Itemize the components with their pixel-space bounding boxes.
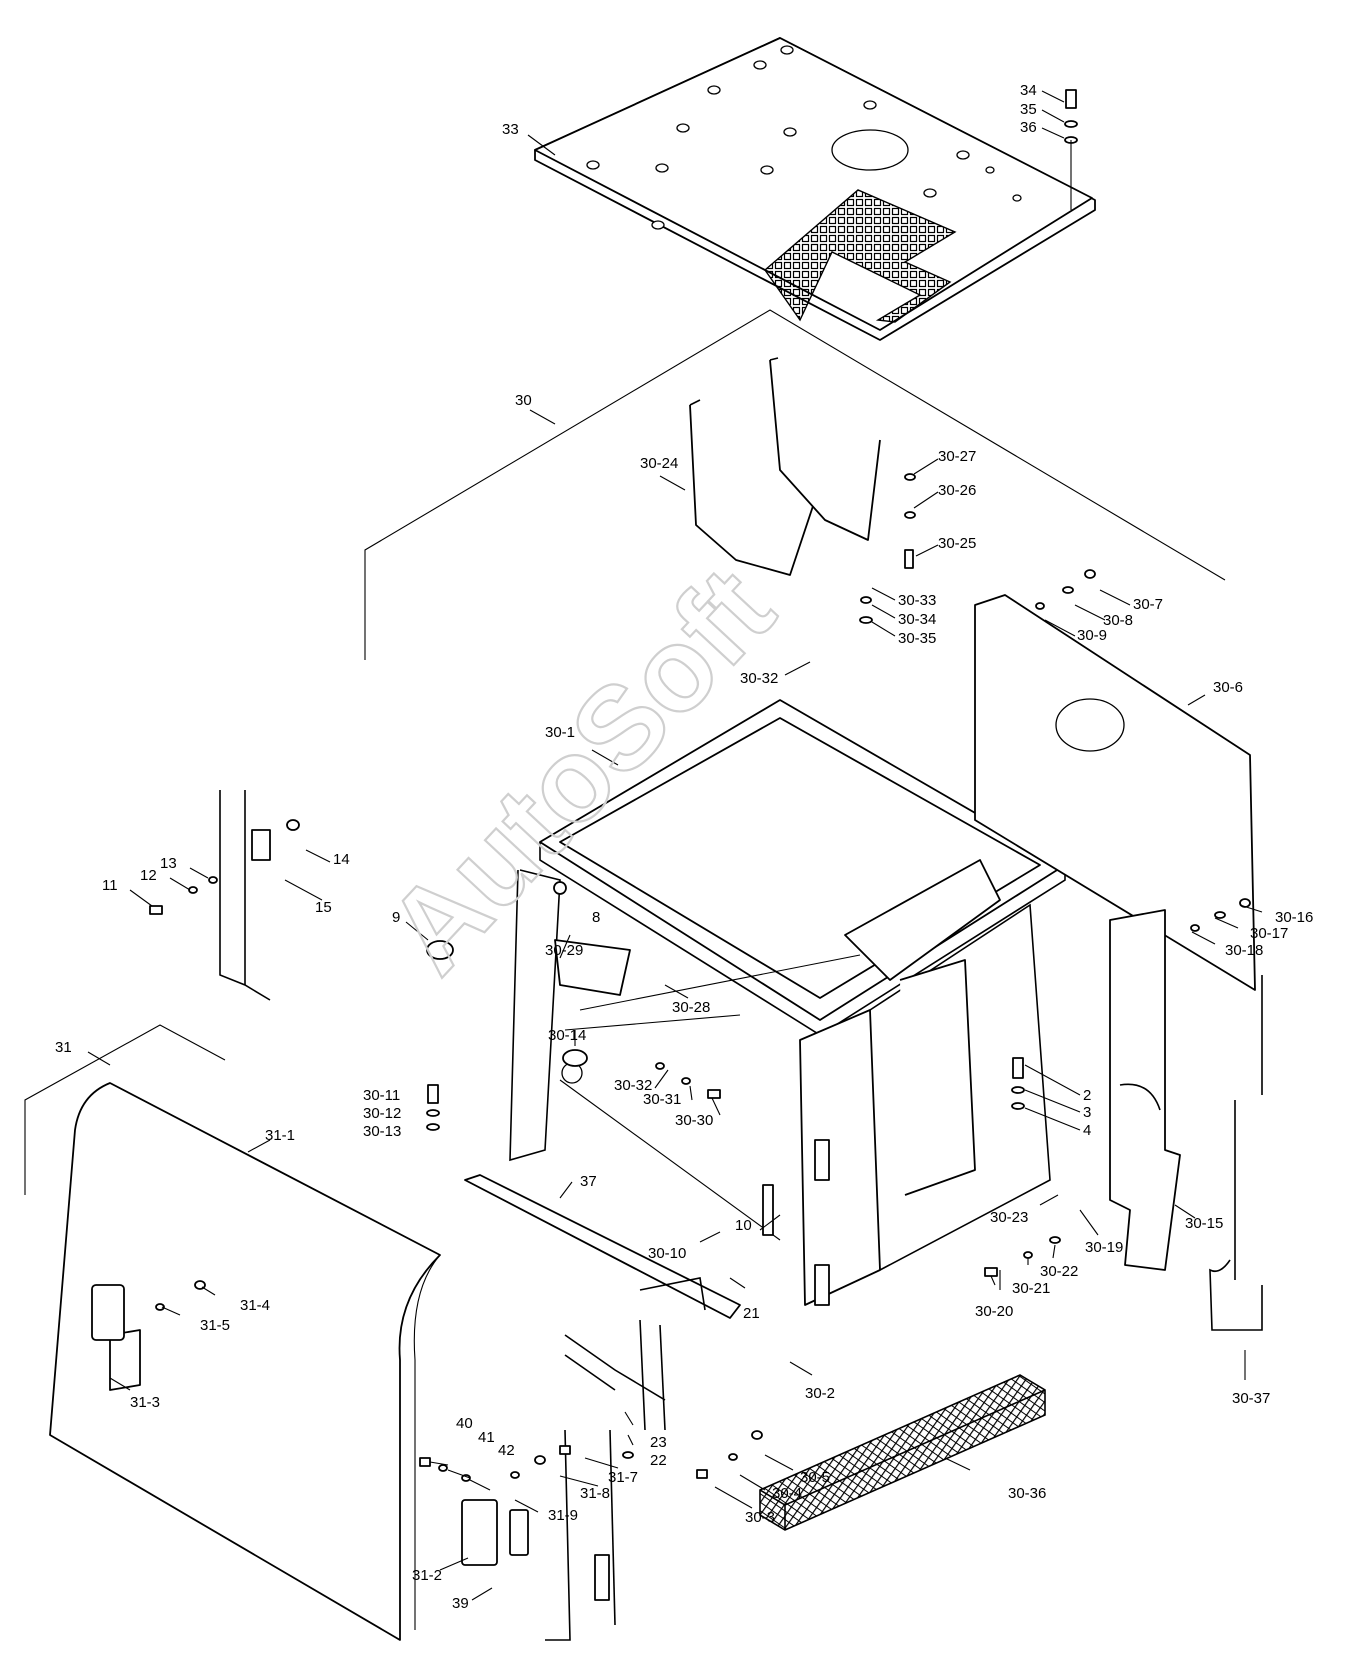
label-30-2: 30-2 — [805, 1385, 835, 1402]
bracket-30-24 — [689, 357, 881, 576]
label-13: 13 — [160, 855, 177, 872]
label-31-9: 31-9 — [548, 1507, 578, 1524]
label-30-32-top: 30-32 — [740, 670, 778, 687]
label-30-34: 30-34 — [898, 611, 936, 628]
label-4: 4 — [1083, 1122, 1091, 1139]
label-33: 33 — [502, 121, 519, 138]
label-31-5: 31-5 — [200, 1317, 230, 1334]
label-30-16: 30-16 — [1275, 909, 1313, 926]
label-41: 41 — [478, 1429, 495, 1446]
label-30-22: 30-22 — [1040, 1263, 1078, 1280]
label-30-20: 30-20 — [975, 1303, 1013, 1320]
label-30-1: 30-1 — [545, 724, 575, 741]
panel-30-6 — [974, 594, 1256, 991]
label-23: 23 — [650, 1434, 667, 1451]
assembly-outlines — [24, 309, 1226, 1195]
post-15 — [219, 790, 271, 1001]
frame-30-1 — [509, 699, 1066, 1306]
label-42: 42 — [498, 1442, 515, 1459]
label-31-7: 31-7 — [608, 1469, 638, 1486]
label-30-15: 30-15 — [1185, 1215, 1223, 1232]
label-30-30: 30-30 — [675, 1112, 713, 1129]
label-15: 15 — [315, 899, 332, 916]
label-30-6: 30-6 — [1213, 679, 1243, 696]
label-30-27: 30-27 — [938, 448, 976, 465]
label-14: 14 — [333, 851, 350, 868]
top-plate-33 — [534, 37, 1096, 341]
label-12: 12 — [140, 867, 157, 884]
label-22: 22 — [650, 1452, 667, 1469]
label-30-21: 30-21 — [1012, 1280, 1050, 1297]
label-30-4: 30-4 — [772, 1485, 802, 1502]
label-30-28: 30-28 — [672, 999, 710, 1016]
label-21: 21 — [743, 1305, 760, 1322]
leader-lines — [87, 90, 1263, 1601]
label-39: 39 — [452, 1595, 469, 1612]
label-3: 3 — [1083, 1104, 1091, 1121]
label-11: 11 — [102, 877, 118, 894]
label-30-8: 30-8 — [1103, 612, 1133, 629]
label-30-9: 30-9 — [1077, 627, 1107, 644]
label-35: 35 — [1020, 101, 1037, 118]
label-31-4: 31-4 — [240, 1297, 270, 1314]
label-30-25: 30-25 — [938, 535, 976, 552]
label-30-37: 30-37 — [1232, 1390, 1270, 1407]
label-30: 30 — [515, 392, 532, 409]
rail-30-2 — [464, 1174, 741, 1319]
panel-30-15 — [1109, 909, 1263, 1331]
label-9: 9 — [392, 909, 400, 926]
label-30-23: 30-23 — [990, 1209, 1028, 1226]
label-37: 37 — [580, 1173, 597, 1190]
label-30-24: 30-24 — [640, 455, 678, 472]
label-30-14: 30-14 — [548, 1027, 586, 1044]
label-31-8: 31-8 — [580, 1485, 610, 1502]
post-23 — [564, 1319, 666, 1431]
label-36: 36 — [1020, 119, 1037, 136]
hinge-31-2 — [461, 1429, 616, 1641]
label-30-10: 30-10 — [648, 1245, 686, 1262]
label-34: 34 — [1020, 82, 1037, 99]
label-31-1: 31-1 — [265, 1127, 295, 1144]
label-31: 31 — [55, 1039, 72, 1056]
label-40: 40 — [456, 1415, 473, 1432]
label-31-2: 31-2 — [412, 1567, 442, 1584]
label-8: 8 — [592, 909, 600, 926]
label-30-3: 30-3 — [745, 1509, 775, 1526]
label-30-33: 30-33 — [898, 592, 936, 609]
label-30-5: 30-5 — [800, 1469, 830, 1486]
label-30-19: 30-19 — [1085, 1239, 1123, 1256]
label-2: 2 — [1083, 1087, 1091, 1104]
callout-labels: 33 34 35 36 30 30-24 30-27 30-26 30-25 3… — [55, 82, 1313, 1612]
label-10: 10 — [735, 1217, 752, 1234]
label-30-36: 30-36 — [1008, 1485, 1046, 1502]
label-30-18: 30-18 — [1225, 942, 1263, 959]
label-30-29: 30-29 — [545, 942, 583, 959]
label-30-31: 30-31 — [643, 1091, 681, 1108]
label-30-13: 30-13 — [363, 1123, 401, 1140]
label-30-7: 30-7 — [1133, 596, 1163, 613]
label-30-12: 30-12 — [363, 1105, 401, 1122]
label-30-17: 30-17 — [1250, 925, 1288, 942]
label-30-11: 30-11 — [363, 1087, 400, 1104]
label-31-3: 31-3 — [130, 1394, 160, 1411]
label-30-32-mid: 30-32 — [614, 1077, 652, 1094]
label-30-35: 30-35 — [898, 630, 936, 647]
label-30-26: 30-26 — [938, 482, 976, 499]
foam-30-36 — [759, 1374, 1046, 1531]
door-31-1 — [49, 1082, 441, 1641]
